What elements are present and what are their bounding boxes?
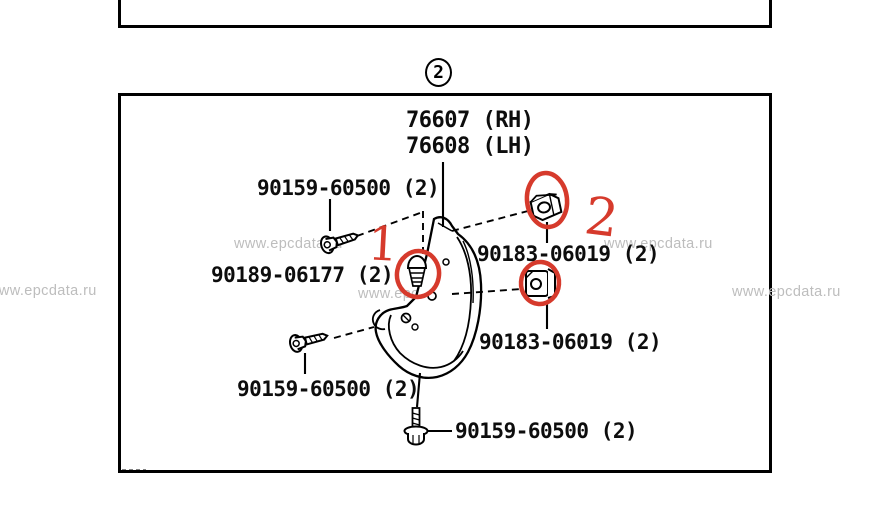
part-label-clip-upper: 90183-06019 (2) — [477, 242, 660, 266]
part-label-main-rh: 76607 (RH) — [406, 108, 534, 133]
previous-figure-box — [118, 0, 772, 28]
part-label-main-lh: 76608 (LH) — [406, 134, 534, 159]
watermark-outside-left: www.epcdata.ru — [0, 283, 97, 299]
part-label-screw-upper-left: 90159-60500 (2) — [257, 176, 440, 200]
part-label-clip-lower: 90183-06019 (2) — [479, 330, 662, 354]
section-number-badge: 2 — [425, 58, 452, 87]
red-handwritten-1: 1 — [366, 216, 400, 273]
watermark-inside-middle: www.epcdata.ru — [358, 286, 467, 302]
part-label-grommet: 90189-06177 (2) — [211, 263, 394, 287]
part-label-screw-lower-left: 90159-60500 (2) — [237, 377, 420, 401]
watermark-inside-left: www.epcdata.ru — [234, 236, 343, 252]
section-number: 2 — [433, 62, 444, 83]
diagram-frame — [118, 93, 772, 473]
part-label-bolt-bottom: 90159-60500 (2) — [455, 419, 638, 443]
watermark-inside-right: www.epcdata.ru — [604, 236, 713, 252]
red-handwritten-2: 2 — [581, 186, 622, 250]
watermark-outside-right: www.epcdata.ru — [732, 284, 841, 300]
